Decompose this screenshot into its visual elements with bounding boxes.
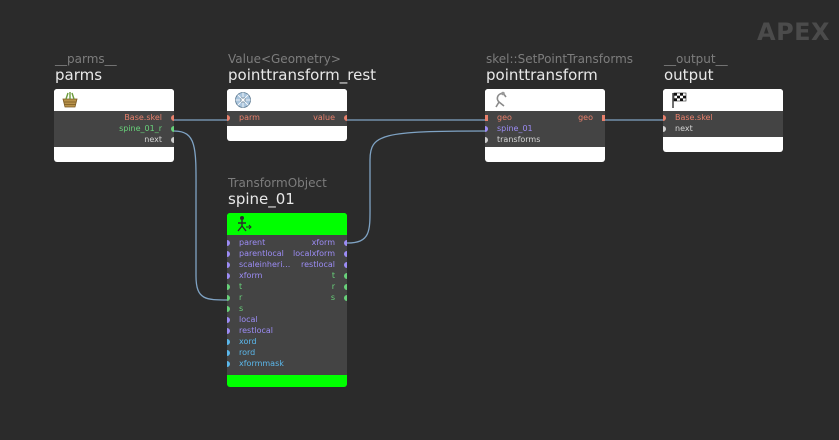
port-dot[interactable] bbox=[344, 115, 347, 121]
node-name-label: spine_01 bbox=[228, 190, 295, 208]
input-port-scaleinheritance[interactable]: scaleinheri… bbox=[239, 260, 291, 269]
node-body[interactable]: geo geo spine_01 transforms bbox=[485, 89, 605, 162]
port-dot[interactable] bbox=[344, 273, 347, 279]
node-type-label: skel::SetPointTransforms bbox=[486, 52, 634, 66]
output-port-next[interactable]: next bbox=[144, 135, 162, 144]
port-dot[interactable] bbox=[344, 240, 347, 246]
output-port-base-skel[interactable]: Base.skel bbox=[124, 113, 162, 122]
port-dot[interactable] bbox=[171, 137, 174, 143]
output-port-restlocal[interactable]: restlocal bbox=[301, 260, 335, 269]
node-header[interactable] bbox=[227, 89, 347, 111]
node-header[interactable] bbox=[663, 89, 783, 111]
output-port-r[interactable]: r bbox=[331, 282, 335, 291]
port-dot[interactable] bbox=[227, 284, 230, 290]
node-name-label: pointtransform bbox=[486, 66, 598, 84]
input-port-parentlocal[interactable]: parentlocal bbox=[239, 249, 284, 258]
port-dot[interactable] bbox=[485, 126, 488, 132]
port-square[interactable] bbox=[602, 115, 605, 121]
port-dot[interactable] bbox=[227, 361, 230, 367]
input-port-xformmask[interactable]: xformmask bbox=[239, 359, 284, 368]
input-port-t[interactable]: t bbox=[239, 282, 243, 291]
port-dot[interactable] bbox=[227, 115, 230, 121]
port-dot[interactable] bbox=[227, 339, 230, 345]
input-port-xform[interactable]: xform bbox=[239, 271, 263, 280]
node-port-panel: parent parentlocal scaleinheri… xform t … bbox=[227, 235, 347, 375]
node-port-panel: parm value bbox=[227, 111, 347, 126]
skeleton-icon bbox=[495, 91, 507, 108]
node-type-label: __parms__ bbox=[55, 52, 117, 66]
port-dot[interactable] bbox=[344, 262, 347, 268]
node-name-label: pointtransform_rest bbox=[228, 66, 377, 84]
input-port-geo[interactable]: geo bbox=[497, 113, 512, 122]
port-dot[interactable] bbox=[663, 126, 666, 132]
node-port-panel: Base.skel spine_01_r next bbox=[54, 111, 174, 147]
input-port-rord[interactable]: rord bbox=[239, 348, 256, 357]
port-dot[interactable] bbox=[227, 273, 230, 279]
wire-spine-r-to-r[interactable] bbox=[173, 130, 229, 301]
node-parms[interactable]: __parms__ parms Base.skel spine_01_r nex… bbox=[54, 52, 175, 164]
output-port-t[interactable]: t bbox=[331, 271, 335, 280]
node-header[interactable] bbox=[485, 89, 605, 111]
port-dot[interactable] bbox=[227, 350, 230, 356]
output-port-value[interactable]: value bbox=[313, 113, 335, 122]
node-type-label: __output__ bbox=[664, 52, 728, 66]
input-port-parm[interactable]: parm bbox=[239, 113, 260, 122]
node-body[interactable]: parm value bbox=[227, 89, 347, 141]
input-port-parent[interactable]: parent bbox=[239, 238, 266, 247]
gear-ball-icon bbox=[235, 92, 251, 108]
node-type-label: Value<Geometry> bbox=[228, 52, 341, 66]
node-spine-01[interactable]: TransformObject spine_01 parent parentlo… bbox=[227, 176, 348, 390]
node-body[interactable]: parent parentlocal scaleinheri… xform t … bbox=[227, 213, 347, 387]
input-port-next[interactable]: next bbox=[675, 124, 693, 133]
input-port-s[interactable]: s bbox=[239, 304, 244, 313]
port-dot[interactable] bbox=[344, 251, 347, 257]
node-port-panel: Base.skel next bbox=[663, 111, 783, 137]
node-header[interactable] bbox=[227, 213, 347, 235]
port-dot[interactable] bbox=[171, 126, 174, 132]
node-body[interactable]: Base.skel spine_01_r next bbox=[54, 89, 174, 162]
apex-watermark: APEX bbox=[757, 18, 831, 46]
port-dot[interactable] bbox=[344, 284, 347, 290]
wire-xform-to-spine01[interactable] bbox=[346, 130, 487, 244]
checkered-flag-icon bbox=[672, 92, 687, 108]
output-port-geo[interactable]: geo bbox=[578, 113, 593, 122]
transform-figure-icon bbox=[237, 216, 252, 232]
input-port-local[interactable]: local bbox=[239, 315, 258, 324]
port-dot[interactable] bbox=[663, 115, 666, 121]
node-pointtransform-rest[interactable]: Value<Geometry> pointtransform_rest parm… bbox=[227, 52, 376, 144]
node-body[interactable]: Base.skel next bbox=[663, 89, 783, 152]
input-port-spine-01[interactable]: spine_01 bbox=[497, 124, 533, 133]
port-dot[interactable] bbox=[485, 137, 488, 143]
node-pointtransform[interactable]: skel::SetPointTransforms pointtransform … bbox=[485, 52, 633, 164]
input-port-r[interactable]: r bbox=[239, 293, 243, 302]
node-name-label: output bbox=[664, 66, 714, 84]
basket-icon bbox=[62, 92, 78, 108]
node-header[interactable] bbox=[54, 89, 174, 111]
port-dot[interactable] bbox=[227, 240, 230, 246]
node-port-panel: geo geo spine_01 transforms bbox=[485, 111, 605, 147]
node-output[interactable]: __output__ output Base.skel next bbox=[663, 52, 784, 154]
port-dot[interactable] bbox=[171, 115, 174, 121]
port-dot[interactable] bbox=[227, 295, 230, 301]
input-port-transforms[interactable]: transforms bbox=[497, 135, 541, 144]
port-dot[interactable] bbox=[344, 295, 347, 301]
output-port-localxform[interactable]: localxform bbox=[292, 249, 335, 258]
port-dot[interactable] bbox=[227, 317, 230, 323]
port-dot[interactable] bbox=[227, 306, 230, 312]
port-dot[interactable] bbox=[227, 328, 230, 334]
node-type-label: TransformObject bbox=[228, 176, 327, 190]
input-port-xord[interactable]: xord bbox=[239, 337, 257, 346]
input-port-restlocal[interactable]: restlocal bbox=[239, 326, 273, 335]
port-square[interactable] bbox=[485, 115, 488, 121]
node-name-label: parms bbox=[55, 66, 103, 84]
input-port-base-skel[interactable]: Base.skel bbox=[675, 113, 713, 122]
output-port-s[interactable]: s bbox=[330, 293, 335, 302]
output-port-xform[interactable]: xform bbox=[311, 238, 335, 247]
port-dot[interactable] bbox=[227, 251, 230, 257]
output-port-spine-01-r[interactable]: spine_01_r bbox=[119, 124, 162, 133]
port-dot[interactable] bbox=[227, 262, 230, 268]
